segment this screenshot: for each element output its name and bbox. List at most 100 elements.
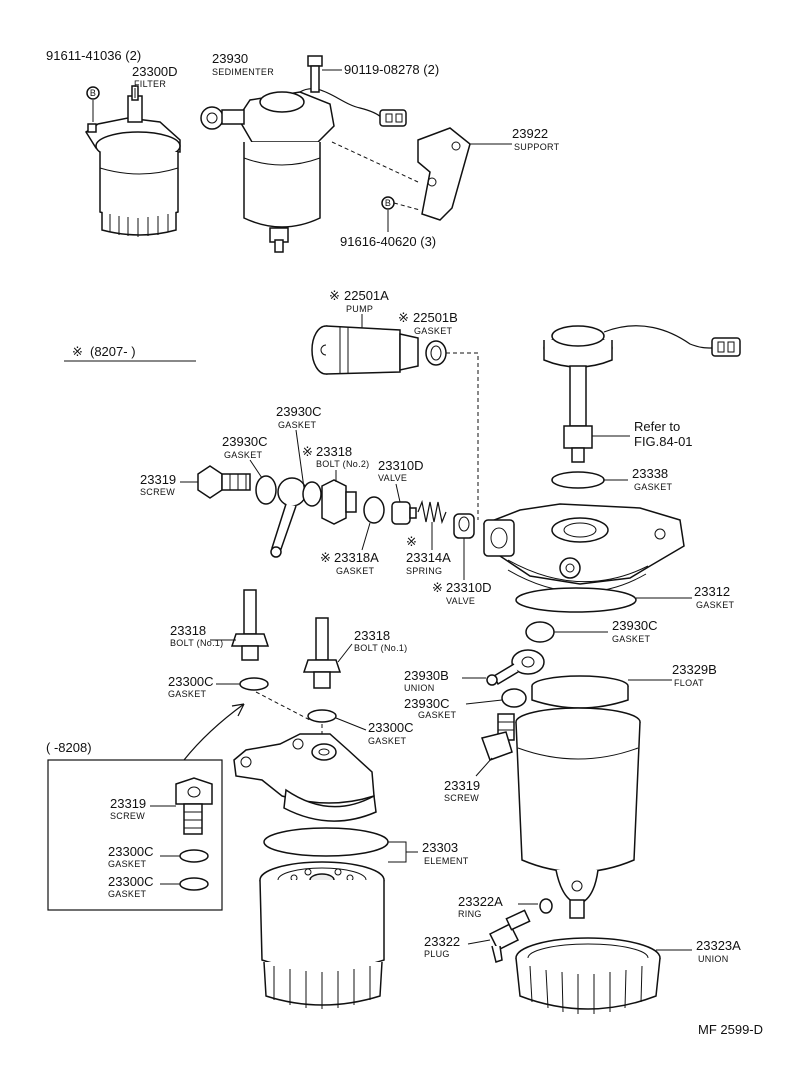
star-23314A: ※ xyxy=(406,534,417,549)
label-22501A: 22501A xyxy=(344,288,389,303)
valve-23310D-a-drawing xyxy=(391,501,417,525)
bolt-no2-drawing xyxy=(321,479,357,525)
element-ring-drawing xyxy=(263,827,389,857)
gasket-23930C-c-drawing xyxy=(525,621,555,643)
label-22501B-name: GASKET xyxy=(414,326,453,336)
label-23300C-c: 23300C xyxy=(108,844,154,859)
gasket-23930C-d-drawing xyxy=(501,688,527,708)
bolt-mark-top-right: B xyxy=(381,196,395,210)
label-91611: 91611-41036 (2) xyxy=(46,48,141,63)
filter-assembly-drawing xyxy=(84,85,181,237)
label-23300C-d: 23300C xyxy=(108,874,154,889)
label-23319-a: 23319 xyxy=(140,472,176,487)
label-23930-top: 23930 xyxy=(212,51,248,66)
production-after-note: (8207- ) xyxy=(90,344,136,359)
production-before-note: ( -8208) xyxy=(46,740,92,755)
label-23922: 23922 xyxy=(512,126,548,141)
label-23314A-name: SPRING xyxy=(406,566,442,576)
filter-head-drawing xyxy=(233,733,377,822)
label-23300C-b: 23300C xyxy=(368,720,414,735)
label-23322A: 23322A xyxy=(458,894,503,909)
valve-23310D-b-drawing xyxy=(453,513,475,539)
label-23319-c-name: SCREW xyxy=(110,811,145,821)
label-90119: 90119-08278 (2) xyxy=(344,62,439,77)
gasket-23318A-drawing xyxy=(363,496,385,524)
star-23310D-b: ※ xyxy=(432,580,443,595)
inset-box xyxy=(47,759,223,911)
label-23300C-d-name: GASKET xyxy=(108,889,147,899)
label-23930-top-name: SEDIMENTER xyxy=(212,67,274,77)
gasket-23300C-d-drawing xyxy=(179,877,209,891)
label-23338-name: GASKET xyxy=(634,482,673,492)
label-23310D-b-name: VALVE xyxy=(446,596,475,606)
plug-23322-drawing xyxy=(488,909,531,963)
screw-23319-drawing xyxy=(197,465,251,499)
label-23930C-b: 23930C xyxy=(222,434,268,449)
label-23930B-name: UNION xyxy=(404,683,435,693)
label-23318-a-name: BOLT (No.1) xyxy=(170,638,223,648)
label-23300D-name: FILTER xyxy=(134,79,166,89)
star-22501A: ※ xyxy=(329,288,340,303)
label-23318-a: 23318 xyxy=(170,623,206,638)
bolt-23318-b-drawing xyxy=(302,617,342,689)
label-23300C-c-name: GASKET xyxy=(108,859,147,869)
svg-text:B: B xyxy=(90,88,96,98)
element-canister-drawing xyxy=(259,861,385,1009)
screw-23319-b-drawing xyxy=(481,713,515,761)
refer-fig-note: FIG.84-01 xyxy=(634,434,693,449)
label-23930C-d-name: GASKET xyxy=(418,710,457,720)
label-23930C-a: 23930C xyxy=(276,404,322,419)
label-23323A-name: UNION xyxy=(698,954,729,964)
label-23318-bolt2: 23318 xyxy=(316,444,352,459)
label-23310D-a: 23310D xyxy=(378,458,424,473)
label-23922-name: SUPPORT xyxy=(514,142,560,152)
sedimenter-drawing xyxy=(200,88,407,253)
label-23318-b: 23318 xyxy=(354,628,390,643)
label-23329B-name: FLOAT xyxy=(674,678,704,688)
label-23322: 23322 xyxy=(424,934,460,949)
label-23930C-a-name: GASKET xyxy=(278,420,317,430)
label-23300C-a-name: GASKET xyxy=(168,689,207,699)
gasket-23300C-a-drawing xyxy=(239,677,269,691)
label-23323A: 23323A xyxy=(696,938,741,953)
bolt-mark-top-left: B xyxy=(86,86,100,100)
label-23319-a-name: SCREW xyxy=(140,487,175,497)
label-23930C-c: 23930C xyxy=(612,618,658,633)
label-23319-b: 23319 xyxy=(444,778,480,793)
spring-23314A-drawing xyxy=(417,499,447,525)
label-23312-name: GASKET xyxy=(696,600,735,610)
label-23329B: 23329B xyxy=(672,662,717,677)
ring-23322A-drawing xyxy=(539,898,553,914)
label-23930C-b-name: GASKET xyxy=(224,450,263,460)
screw-23319-c-drawing xyxy=(175,777,213,835)
label-23930C-c-name: GASKET xyxy=(612,634,651,644)
label-23319-b-name: SCREW xyxy=(444,793,479,803)
union-23930B-drawing xyxy=(486,649,545,686)
gasket-23300C-b-drawing xyxy=(307,709,337,723)
gasket-23312-drawing xyxy=(515,587,637,613)
label-23322-name: PLUG xyxy=(424,949,450,959)
float-23329B-drawing xyxy=(531,675,629,709)
label-23930B: 23930B xyxy=(404,668,449,683)
label-23300C-b-name: GASKET xyxy=(368,736,407,746)
label-23318A-name: GASKET xyxy=(336,566,375,576)
star-mark-note: ※ xyxy=(72,344,83,359)
label-23303: 23303 xyxy=(422,840,458,855)
sedimenter-bowl-drawing xyxy=(515,707,641,919)
star-23318A: ※ xyxy=(320,550,331,565)
label-23310D-a-name: VALVE xyxy=(378,473,407,483)
pump-drawing xyxy=(311,325,419,375)
label-23300C-a: 23300C xyxy=(168,674,214,689)
label-23318A: 23318A xyxy=(334,550,379,565)
label-23318-bolt2-name: BOLT (No.2) xyxy=(316,459,369,469)
label-23303-name: ELEMENT xyxy=(424,856,469,866)
gasket-23930C-b-drawing xyxy=(302,481,322,507)
bolt-23318-a-drawing xyxy=(230,589,270,661)
sensor-drawing xyxy=(543,325,741,463)
label-91616: 91616-40620 (3) xyxy=(340,234,436,249)
refer-note: Refer to xyxy=(634,419,680,434)
label-23322A-name: RING xyxy=(458,909,482,919)
union-nut-23323A-drawing xyxy=(515,937,661,1014)
gasket-23300C-c-drawing xyxy=(179,849,209,863)
